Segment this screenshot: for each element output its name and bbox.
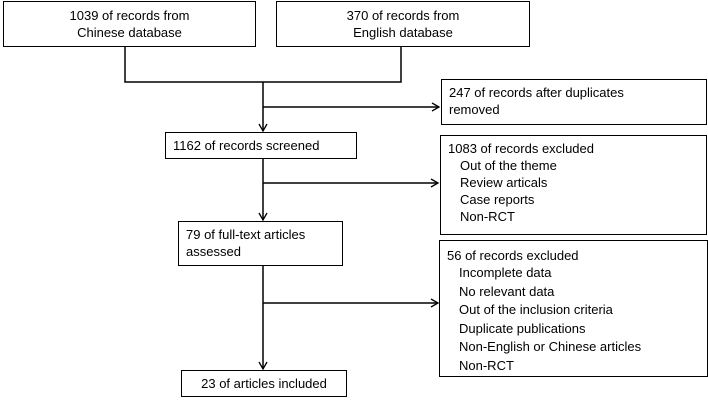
box-text: assessed — [186, 244, 241, 259]
exclusion-reason: Non-RCT — [459, 357, 514, 373]
exclusion-reason: Incomplete data — [459, 265, 552, 280]
box-text: 370 of records from — [346, 8, 460, 23]
box-text: Chinese database — [77, 25, 182, 40]
box-text: 247 of records after duplicates — [449, 85, 624, 100]
exclusion-reason: Duplicate publications — [459, 320, 586, 336]
box-text: removed — [449, 102, 500, 117]
excluded-records-box-1: 1083 of records excluded Out of the them… — [440, 135, 707, 235]
box-text: English database — [353, 25, 453, 40]
english-database-box: 370 of records from English database — [276, 1, 530, 47]
chinese-database-box: 1039 of records from Chinese database — [3, 1, 256, 47]
exclusion-reason: No relevant data — [459, 283, 555, 299]
exclusion-reason: Out of the inclusion criteria — [459, 302, 613, 317]
exclusion-reason: Case reports — [460, 192, 535, 207]
box-text: 23 of articles included — [201, 376, 327, 391]
exclusion-reason: Review articals — [460, 175, 548, 190]
included-box: 23 of articles included — [181, 370, 347, 397]
box-title: 56 of records excluded — [447, 248, 579, 263]
exclusion-reason: Non-RCT — [460, 209, 515, 224]
fulltext-assessed-box: 79 of full-text articles assessed — [178, 221, 343, 266]
merge-line — [124, 47, 402, 83]
excluded-records-box-2: 56 of records excluded Incomplete data N… — [439, 240, 708, 377]
exclusion-reason: Out of the theme — [460, 158, 557, 173]
screened-box: 1162 of records screened — [165, 132, 357, 159]
box-text: 1162 of records screened — [173, 138, 320, 153]
box-title: 1083 of records excluded — [448, 141, 594, 156]
box-text: 1039 of records from — [69, 8, 190, 23]
duplicates-removed-box: 247 of records after duplicates removed — [441, 79, 707, 125]
exclusion-reason: Non-English or Chinese articles — [459, 339, 642, 354]
box-text: 79 of full-text articles — [186, 227, 306, 242]
